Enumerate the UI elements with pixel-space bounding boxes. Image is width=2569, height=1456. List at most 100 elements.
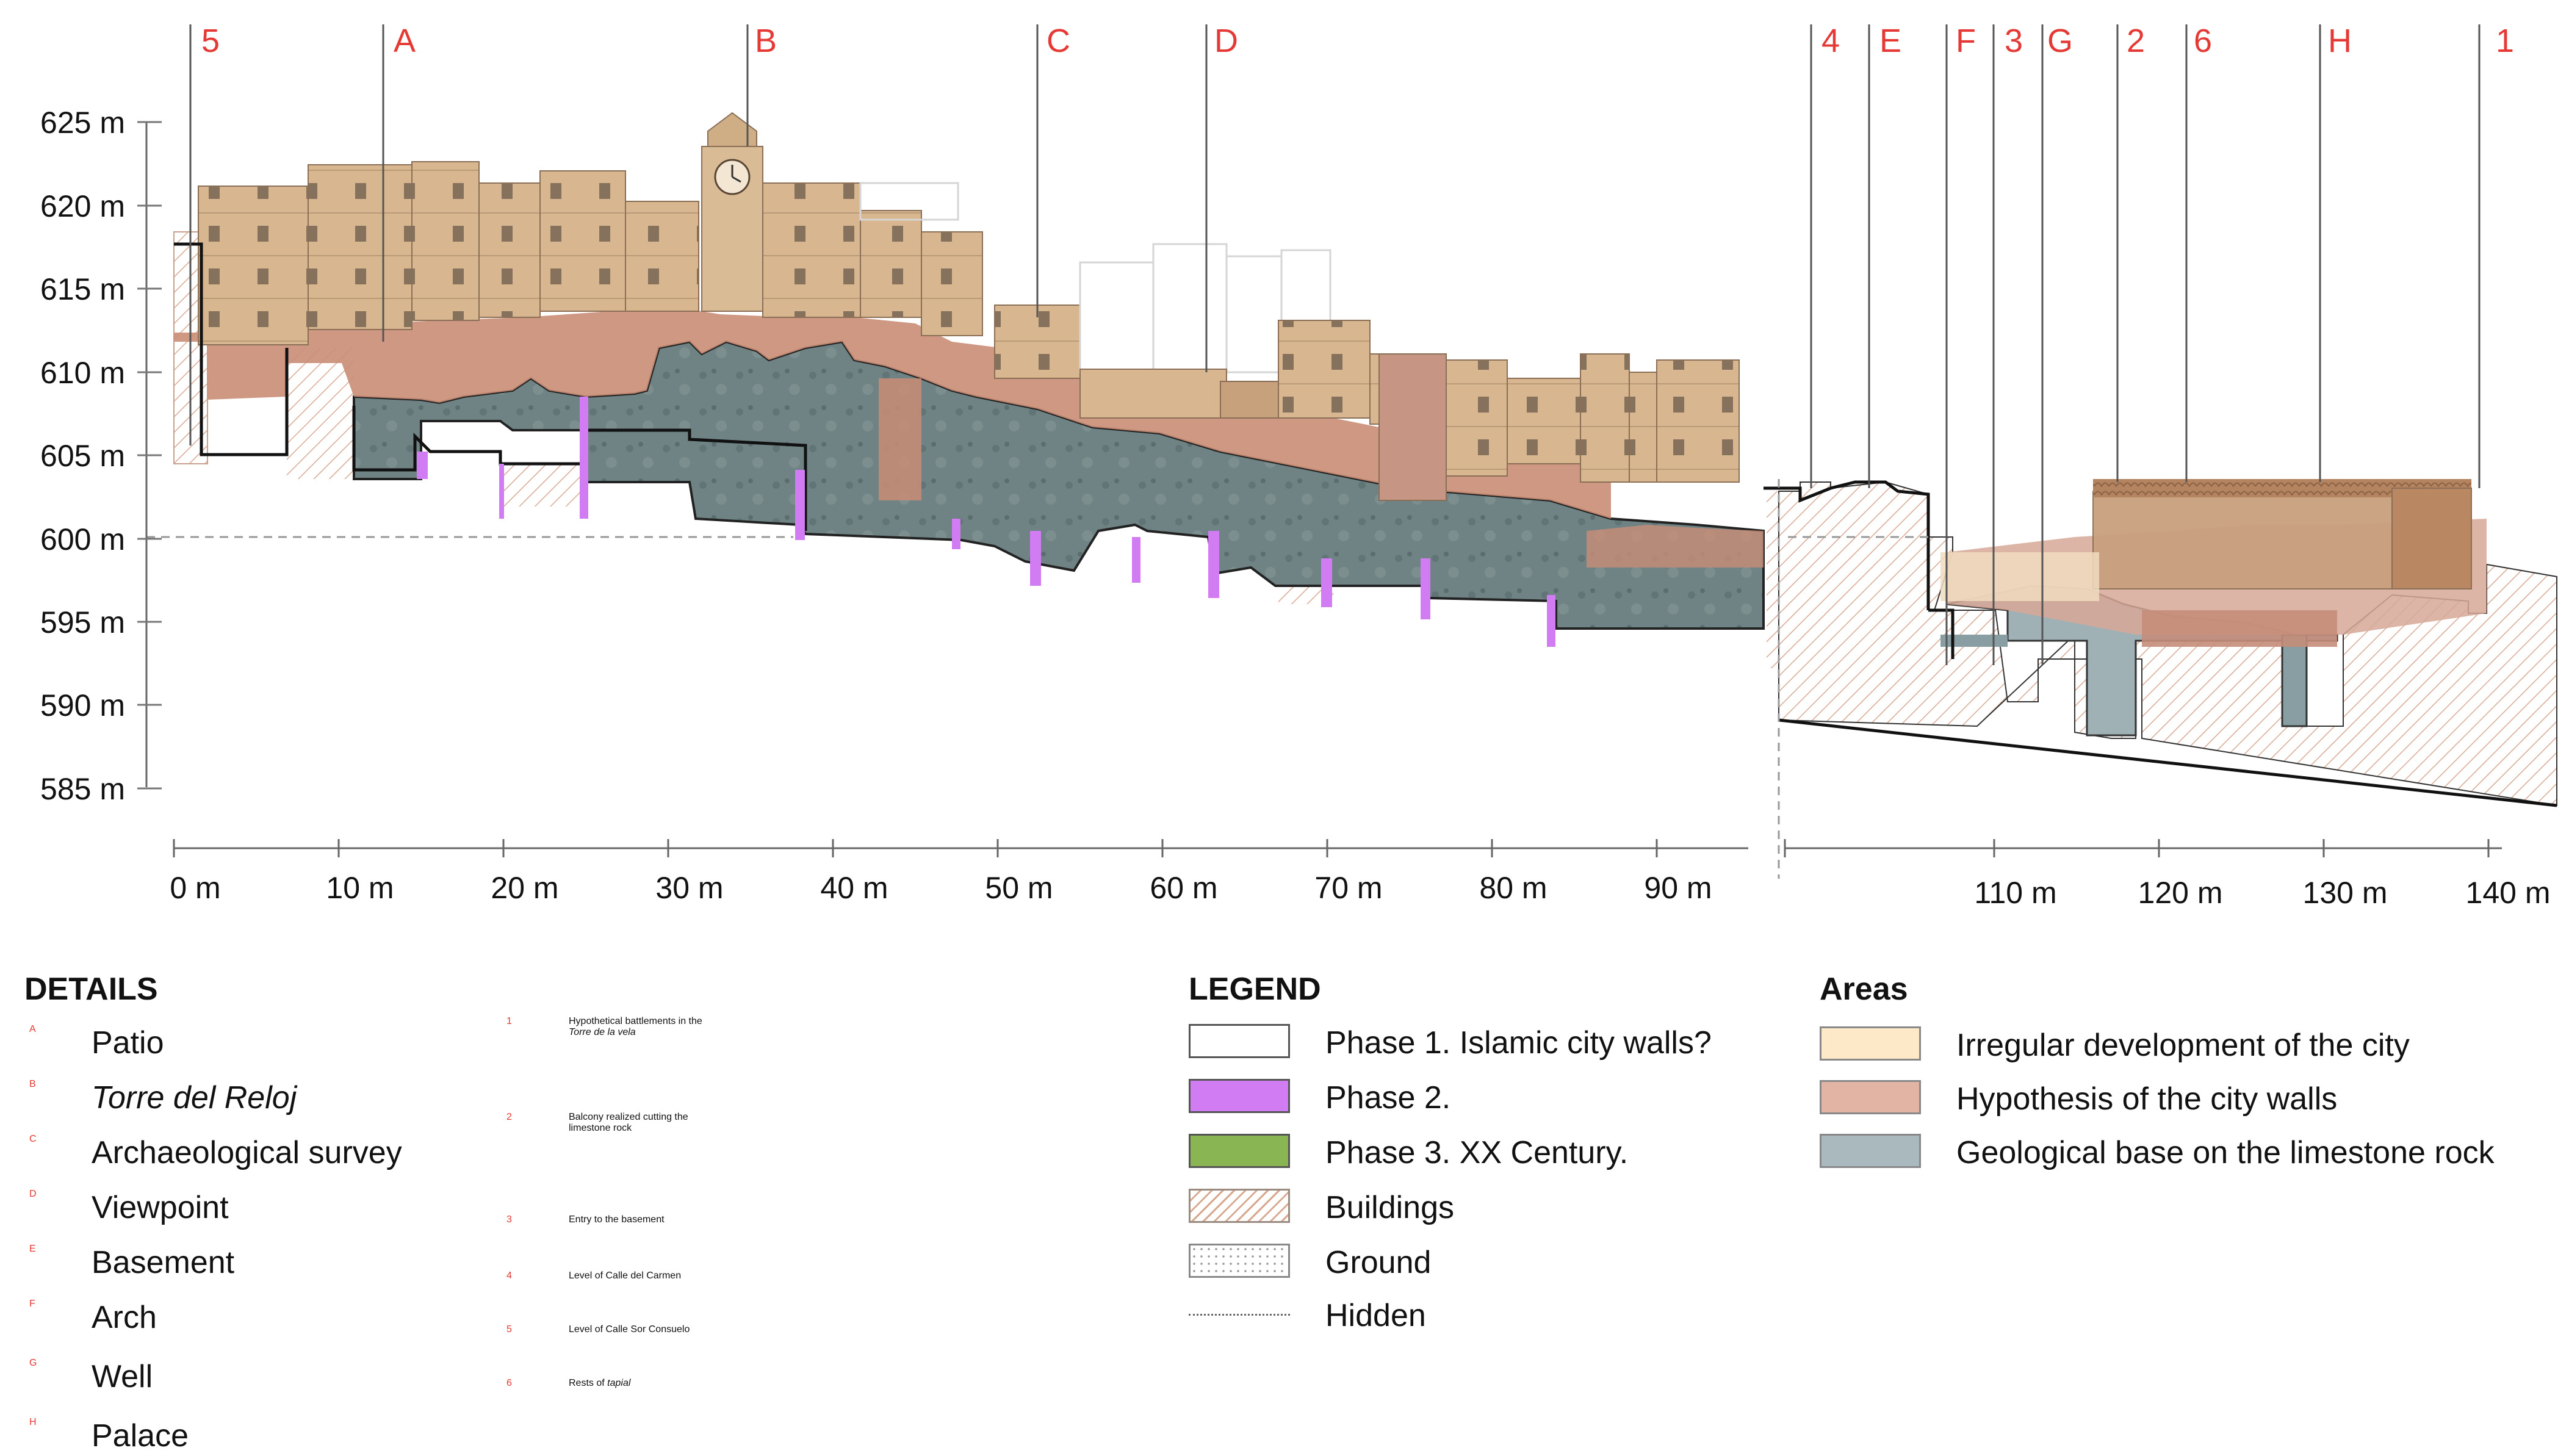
detail-label: Viewpoint — [92, 1190, 229, 1225]
legend-label: Hidden — [1325, 1298, 1426, 1333]
elevation-label: 620 m — [40, 189, 125, 223]
detail-item-6: 6 Rests of tapial — [506, 1378, 630, 1389]
elevation-label: 605 m — [40, 439, 125, 473]
detail-label-italic: tapial — [607, 1378, 631, 1388]
legend-label: Phase 2. — [1325, 1080, 1451, 1115]
marker-label: D — [1214, 23, 1238, 59]
datum-lines — [146, 479, 1934, 879]
elevation-label: 610 m — [40, 356, 125, 390]
detail-item-h: H Palace — [29, 1417, 189, 1455]
detail-item-f: F Arch — [29, 1299, 157, 1336]
detail-label: Hypothetical battlements in the — [569, 1016, 702, 1026]
marker-label: C — [1047, 23, 1070, 59]
detail-code: A — [29, 1024, 36, 1034]
marker-label: G — [2047, 23, 2073, 59]
swatch-irregular-development — [1820, 1026, 1921, 1061]
legend-label: Ground — [1325, 1245, 1432, 1280]
distance-label: 50 m — [985, 871, 1053, 905]
phase2-markers — [417, 397, 1555, 647]
detail-item-b: B Torre del Reloj — [29, 1079, 297, 1117]
detail-item-c: C Archaeological survey — [29, 1134, 402, 1172]
elevation-label: 615 m — [40, 272, 125, 306]
distance-axis: 0 m 10 m 20 m 30 m 40 m 50 m 60 m 70 m 8… — [170, 839, 2550, 910]
elevation-label: 600 m — [40, 522, 125, 557]
detail-code: 1 — [506, 1016, 512, 1026]
legend-item-phase1: Phase 1. Islamic city walls? — [1189, 1024, 1712, 1062]
detail-label: Entry to the basement — [569, 1214, 665, 1225]
marker-label: A — [394, 23, 416, 59]
distance-label: 20 m — [491, 871, 558, 905]
detail-code: G — [29, 1358, 37, 1368]
distance-label: 60 m — [1150, 871, 1217, 905]
detail-code: F — [29, 1299, 35, 1309]
area-label: Geological base on the limestone rock — [1956, 1135, 2495, 1170]
detail-label: Well — [92, 1359, 153, 1394]
elevation-axis: 625 m 620 m 615 m 610 m 605 m 600 m 595 … — [40, 106, 162, 806]
marker-label: 6 — [2194, 23, 2212, 59]
marker-label: E — [1879, 23, 1901, 59]
detail-label: Archaeological survey — [92, 1135, 402, 1170]
detail-label: Balcony realized cutting the — [569, 1112, 688, 1122]
detail-item-5: 5 Level of Calle Sor Consuelo — [506, 1324, 690, 1335]
marker-label: H — [2328, 23, 2352, 59]
detail-code: 3 — [506, 1214, 512, 1225]
area-item-irregular: Irregular development of the city — [1820, 1026, 2410, 1064]
detail-label: Basement — [92, 1245, 235, 1280]
marker-label: 3 — [2005, 23, 2023, 59]
distance-label: 30 m — [655, 871, 723, 905]
detail-item-d: D Viewpoint — [29, 1189, 229, 1227]
distance-label: 0 m — [170, 871, 220, 905]
areas-heading: Areas — [1820, 971, 1908, 1007]
section-markers: 5 A B C D 4 E F 3 G 2 6 H 1 — [201, 23, 2514, 59]
area-item-city-walls: Hypothesis of the city walls — [1820, 1080, 2337, 1118]
elevation-section-drawing: 625 m 620 m 615 m 610 m 605 m 600 m 595 … — [40, 23, 2557, 910]
detail-label: Rests of — [569, 1378, 608, 1388]
detail-item-1: 1 Hypothetical battlements in the Torre … — [506, 1016, 702, 1038]
distance-label: 130 m — [2303, 876, 2388, 910]
distance-label: 10 m — [326, 871, 394, 905]
elevation-label: 595 m — [40, 605, 125, 640]
building-facades — [198, 112, 2472, 601]
swatch-city-walls — [1820, 1080, 1921, 1114]
swatch-phase3 — [1189, 1134, 1290, 1168]
detail-label: Arch — [92, 1300, 157, 1335]
distance-label: 70 m — [1314, 871, 1382, 905]
detail-item-a: A Patio — [29, 1024, 164, 1062]
detail-item-e: E Basement — [29, 1244, 234, 1281]
distance-label: 110 m — [1974, 876, 2056, 910]
detail-code: D — [29, 1189, 37, 1199]
legend-label: Phase 3. XX Century. — [1325, 1135, 1629, 1170]
legend-item-hidden: Hidden — [1189, 1297, 1426, 1335]
detail-label: Torre del Reloj — [92, 1080, 297, 1115]
distance-label: 90 m — [1644, 871, 1712, 905]
marker-label: B — [755, 23, 777, 59]
area-label: Irregular development of the city — [1956, 1028, 2410, 1063]
detail-label: Patio — [92, 1025, 164, 1061]
area-label: Hypothesis of the city walls — [1956, 1081, 2338, 1117]
detail-code: 2 — [506, 1112, 512, 1122]
distance-label: 80 m — [1479, 871, 1547, 905]
section-reference-lines — [189, 24, 2481, 665]
swatch-phase2 — [1189, 1079, 1290, 1113]
swatch-ground — [1189, 1244, 1290, 1278]
detail-item-3: 3 Entry to the basement — [506, 1214, 665, 1225]
area-item-geological: Geological base on the limestone rock — [1820, 1134, 2495, 1172]
swatch-phase1 — [1189, 1024, 1290, 1058]
legend-item-phase3: Phase 3. XX Century. — [1189, 1134, 1628, 1172]
elevation-label: 590 m — [40, 688, 125, 723]
detail-code: C — [29, 1134, 37, 1144]
detail-code: B — [29, 1079, 36, 1089]
distance-label: 40 m — [820, 871, 888, 905]
detail-item-g: G Well — [29, 1358, 153, 1396]
detail-label: Level of Calle Sor Consuelo — [569, 1324, 690, 1335]
marker-label: 1 — [2496, 23, 2514, 59]
swatch-buildings — [1189, 1189, 1290, 1223]
detail-label-line2: limestone rock — [569, 1123, 632, 1133]
legend-item-buildings: Buildings — [1189, 1189, 1454, 1227]
elevation-label: 585 m — [40, 772, 125, 806]
detail-label: Palace — [92, 1418, 189, 1454]
detail-label-line2: Torre de la vela — [569, 1027, 636, 1037]
detail-code: 4 — [506, 1270, 512, 1281]
detail-code: 5 — [506, 1324, 512, 1335]
legend-label: Phase 1. Islamic city walls? — [1325, 1025, 1712, 1061]
